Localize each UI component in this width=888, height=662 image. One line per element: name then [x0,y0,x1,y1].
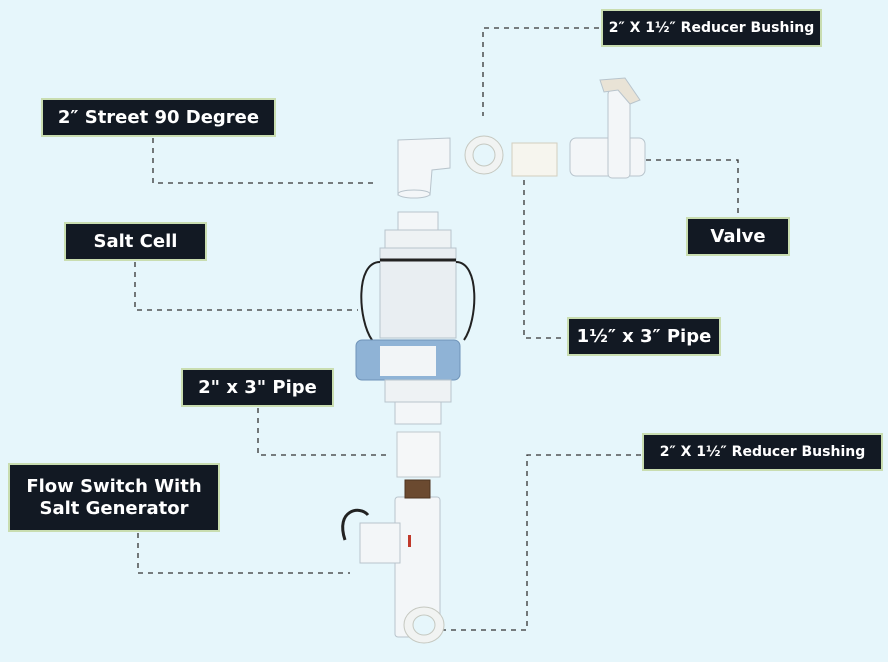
label-salt-cell: Salt Cell [64,222,207,261]
reducer-bushing-top [464,135,504,175]
leader-lines [134,27,739,631]
label-flow-switch: Flow Switch With Salt Generator [8,463,220,532]
pipe-small [511,142,558,177]
label-valve: Valve [686,217,790,256]
leader-street90 [152,138,376,184]
reducer-bushing-bottom [403,606,445,644]
label-reducer-bushing-bottom: 2″ X 1½″ Reducer Bushing [642,433,883,471]
label-reducer-bushing-top: 2″ X 1½″ Reducer Bushing [601,9,822,47]
label-street-90: 2″ Street 90 Degree [41,98,276,137]
label-flow-switch-line1: Flow Switch With [26,475,202,497]
valve-part [569,77,646,179]
label-pipe-small: 1½″ x 3″ Pipe [567,317,721,356]
elbow-fitting [397,137,451,199]
leader-reducer-bottom [440,454,641,631]
leader-valve [646,159,739,216]
label-pipe-large: 2" x 3" Pipe [181,368,334,407]
flow-switch-tee [341,479,441,638]
leader-reducer-top [482,27,599,116]
leader-flow-switch [137,533,350,574]
leader-pipe-small [523,180,566,339]
pipe-large [396,431,441,478]
salt-cell-part [355,211,476,425]
leader-salt-cell [134,262,358,311]
leader-pipe-large [257,408,390,456]
label-flow-switch-line2: Salt Generator [39,497,189,519]
